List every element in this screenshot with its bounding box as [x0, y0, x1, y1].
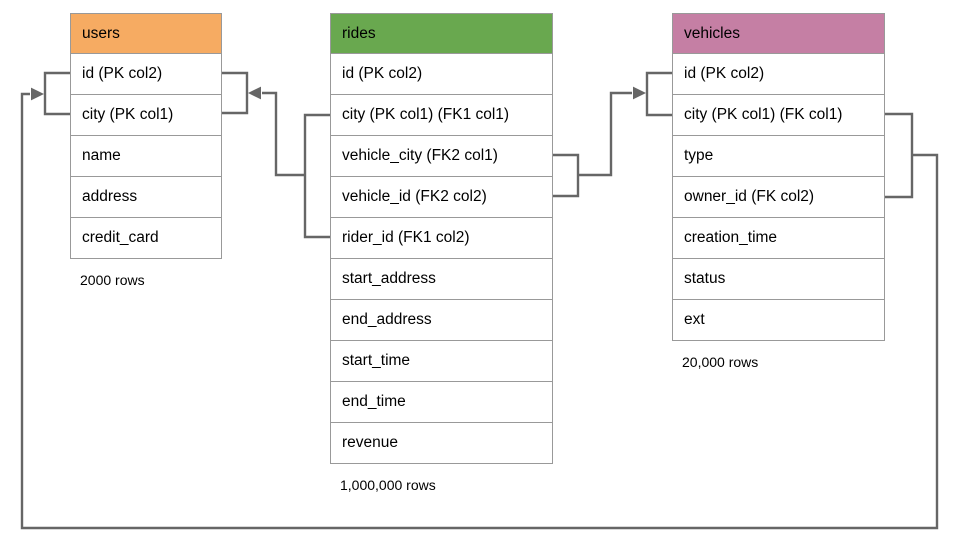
- vehicles-table-header: vehicles: [673, 14, 884, 53]
- vehicles-table-box: vehicles id (PK col2) city (PK col1) (FK…: [672, 13, 885, 341]
- table-row: status: [673, 258, 884, 299]
- vehicles-left-bracket: [645, 71, 672, 117]
- users-right-bracket: [222, 71, 249, 115]
- table-row: id (PK col2): [331, 53, 552, 94]
- table-row: owner_id (FK col2): [673, 176, 884, 217]
- table-users: users id (PK col2) city (PK col1) name a…: [70, 13, 222, 288]
- table-row: start_address: [331, 258, 552, 299]
- rides-table-box: rides id (PK col2) city (PK col1) (FK1 c…: [330, 13, 553, 464]
- table-row: city (PK col1) (FK1 col1): [331, 94, 552, 135]
- table-row: type: [673, 135, 884, 176]
- users-table-box: users id (PK col2) city (PK col1) name a…: [70, 13, 222, 259]
- table-title: rides: [342, 24, 376, 42]
- rides-table-header: rides: [331, 14, 552, 53]
- arrowhead-to-vehicles: [633, 86, 646, 100]
- rides-right-bracket: [553, 153, 580, 198]
- table-row: credit_card: [71, 217, 221, 258]
- table-row: creation_time: [673, 217, 884, 258]
- table-row: name: [71, 135, 221, 176]
- table-row: revenue: [331, 422, 552, 463]
- vehicles-right-bracket: [885, 112, 914, 199]
- users-table-header: users: [71, 14, 221, 53]
- rides-to-users-line: [262, 91, 305, 177]
- table-row: id (PK col2): [71, 53, 221, 94]
- table-row: city (PK col1): [71, 94, 221, 135]
- table-title: vehicles: [684, 24, 740, 42]
- users-left-bracket: [43, 71, 70, 116]
- table-row: vehicle_city (FK2 col1): [331, 135, 552, 176]
- table-title: users: [82, 24, 120, 42]
- users-row-count: 2000 rows: [80, 272, 145, 288]
- table-row: city (PK col1) (FK col1): [673, 94, 884, 135]
- arrowhead-to-users: [248, 86, 261, 100]
- table-row: address: [71, 176, 221, 217]
- rides-row-count: 1,000,000 rows: [340, 477, 436, 493]
- table-row: rider_id (FK1 col2): [331, 217, 552, 258]
- rides-to-vehicles-line: [578, 91, 632, 177]
- table-vehicles: vehicles id (PK col2) city (PK col1) (FK…: [672, 13, 885, 370]
- table-row: vehicle_id (FK2 col2): [331, 176, 552, 217]
- table-row: id (PK col2): [673, 53, 884, 94]
- rides-left-bracket: [303, 113, 330, 239]
- table-rides: rides id (PK col2) city (PK col1) (FK1 c…: [330, 13, 553, 493]
- arrowhead-to-users-long: [31, 87, 44, 101]
- table-row: start_time: [331, 340, 552, 381]
- table-row: ext: [673, 299, 884, 340]
- table-row: end_address: [331, 299, 552, 340]
- vehicles-row-count: 20,000 rows: [682, 354, 759, 370]
- table-row: end_time: [331, 381, 552, 422]
